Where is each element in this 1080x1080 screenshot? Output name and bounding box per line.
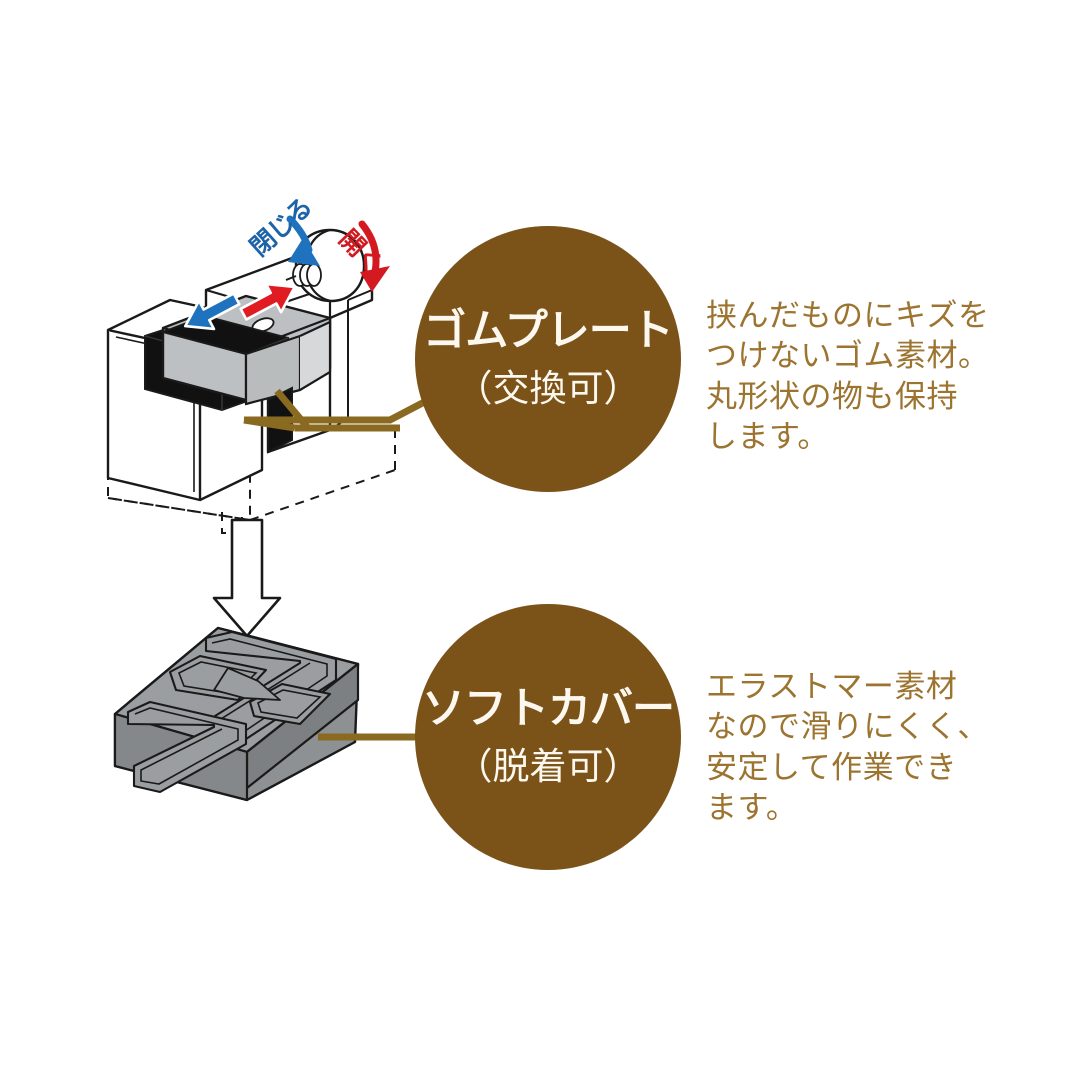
rubber-plate-edge [267, 386, 293, 454]
assembly-down-arrow [212, 518, 282, 638]
callout-subtitle-rubber-plate: （交換可） [455, 368, 641, 410]
open-rotation-arrow [358, 220, 390, 292]
bench-vise-illustration [106, 215, 396, 534]
callout-badge-rubber-plate: ゴムプレート （交換可） [415, 226, 681, 492]
open-direction-arrow [239, 282, 297, 321]
soft-cover-illustration [113, 626, 360, 802]
close-rotation-arrow [286, 215, 320, 266]
close-direction-arrow [183, 292, 241, 331]
jaw-face-front [244, 320, 332, 406]
callout-title-rubber-plate: ゴムプレート [423, 307, 673, 355]
callout-title-soft-cover: ソフトカバー [422, 685, 675, 733]
callout-badge-soft-cover: ソフトカバー （脱着可） [415, 604, 681, 870]
callout-description-soft-cover: エラストマー素材 なので滑りにくく、 安定して作業でき ます。 [706, 669, 989, 825]
callout-description-rubber-plate: 挟んだものにキズを つけないゴム素材。 丸形状の物も保持 します。 [706, 298, 990, 454]
callout-subtitle-soft-cover: （脱着可） [455, 746, 641, 788]
